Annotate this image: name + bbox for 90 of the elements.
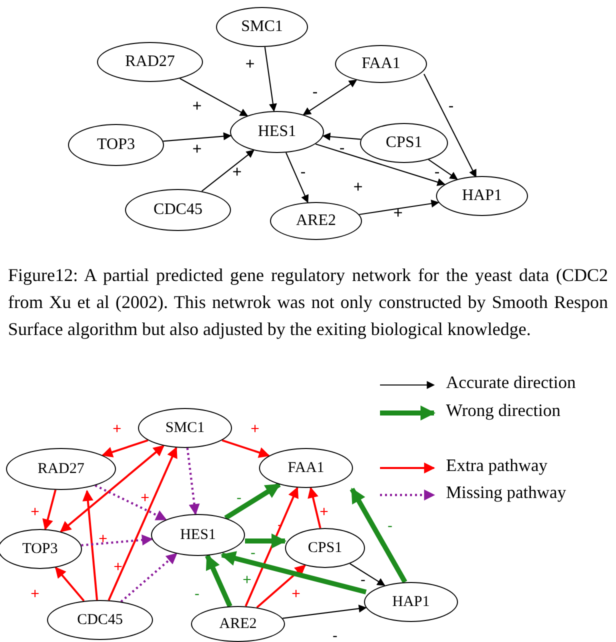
- arrow: [60, 445, 164, 532]
- legend-text: Accurate direction: [446, 374, 576, 392]
- arrow: [180, 78, 248, 116]
- arrow: [186, 448, 200, 516]
- edge-label: -: [339, 141, 345, 157]
- arrow: [244, 486, 298, 607]
- arrow: [224, 482, 281, 520]
- edge-label: +: [98, 532, 108, 546]
- gene-ellipse: [335, 45, 427, 83]
- gene-ellipse: [436, 176, 528, 216]
- arrow: [428, 159, 458, 180]
- edge-label: -: [434, 165, 440, 181]
- edge-label: -: [312, 85, 318, 101]
- gene-name: SMC1: [241, 18, 283, 36]
- arrow: [220, 551, 367, 594]
- gene-ellipse: [259, 448, 353, 488]
- gene-name: CDC45: [154, 201, 202, 219]
- legend-text: Extra pathway: [446, 457, 548, 474]
- gene-ellipse: [364, 582, 458, 622]
- edge-label: -: [388, 518, 392, 534]
- arrow: [108, 446, 178, 601]
- edge-label: +: [393, 206, 403, 222]
- arrow: [81, 534, 153, 546]
- edge-label: -: [360, 572, 366, 588]
- arrow: [245, 534, 286, 548]
- gene-name: CDC45: [77, 612, 123, 628]
- legend-text: Missing pathway: [446, 484, 566, 502]
- edge-label: +: [192, 99, 202, 115]
- edge-label: +: [140, 490, 150, 506]
- edge-label: -: [236, 490, 242, 506]
- edge-label: +: [250, 422, 260, 436]
- arrow: [163, 132, 232, 142]
- edge-label: +: [112, 422, 122, 436]
- arrow: [54, 566, 85, 602]
- gene-ellipse: [6, 448, 116, 490]
- edge-label: -: [194, 586, 200, 602]
- edge-label: +: [320, 504, 328, 520]
- edge-label: +: [30, 504, 40, 520]
- gene-name: RAD27: [38, 460, 84, 478]
- arrow: [282, 604, 367, 619]
- gene-name: CPS1: [386, 134, 422, 152]
- edge-label: -: [300, 165, 306, 181]
- edge-label: +: [245, 57, 255, 73]
- edge-label: -: [332, 628, 338, 642]
- gene-name: TOP3: [22, 540, 58, 558]
- arrow: [42, 490, 56, 530]
- edge-label: +: [192, 142, 202, 158]
- gene-ellipse: [138, 408, 232, 448]
- arrow: [256, 564, 306, 608]
- arrow: [102, 439, 148, 458]
- edge-label: +: [353, 180, 363, 196]
- arrow: [302, 80, 358, 116]
- arrow: [359, 200, 440, 216]
- edge-label: +: [232, 165, 242, 181]
- arrow: [286, 152, 309, 204]
- gene-name: SMC1: [165, 420, 205, 436]
- arrow: [424, 74, 476, 178]
- edge-label: +: [242, 572, 252, 588]
- edge-label: +: [114, 560, 122, 574]
- gene-name: HAP1: [462, 187, 502, 205]
- arrow: [322, 132, 361, 141]
- arrow: [308, 486, 322, 528]
- arrow: [350, 488, 408, 584]
- gene-name: ARE2: [296, 212, 336, 230]
- arrow: [205, 554, 232, 608]
- arrow: [201, 150, 254, 192]
- gene-name: TOP3: [97, 136, 135, 154]
- gene-name: HES1: [180, 526, 216, 544]
- arrow: [264, 46, 277, 112]
- gene-name: CPS1: [308, 540, 342, 556]
- edge-label: -: [448, 99, 454, 115]
- edge-label: -: [250, 546, 256, 560]
- arrow: [82, 490, 98, 600]
- gene-ellipse: [0, 529, 82, 569]
- edge-label: +: [292, 586, 300, 602]
- gene-name: ARE2: [219, 616, 257, 632]
- arrow: [94, 484, 167, 521]
- edge-label: +: [30, 586, 40, 602]
- gene-name: FAA1: [362, 55, 400, 73]
- figure-caption: Figure12: A partial predicted gene regulatory network for the yeast data (CDC2 from Xu et al (2002). This netwrok was not only constructed by Smooth Respon Surface algorithm but also adjusted by the exiting biological knowledge.: [8, 264, 608, 341]
- gene-name: HES1: [258, 123, 296, 141]
- gene-name: RAD27: [125, 53, 175, 71]
- gene-name: HAP1: [392, 594, 430, 610]
- arrow: [350, 563, 386, 586]
- gene-name: FAA1: [288, 460, 324, 476]
- legend-text: Wrong direction: [446, 402, 560, 420]
- arrow: [120, 552, 178, 603]
- gene-ellipse: [360, 123, 448, 163]
- arrow: [222, 439, 270, 458]
- arrow: [315, 143, 446, 186]
